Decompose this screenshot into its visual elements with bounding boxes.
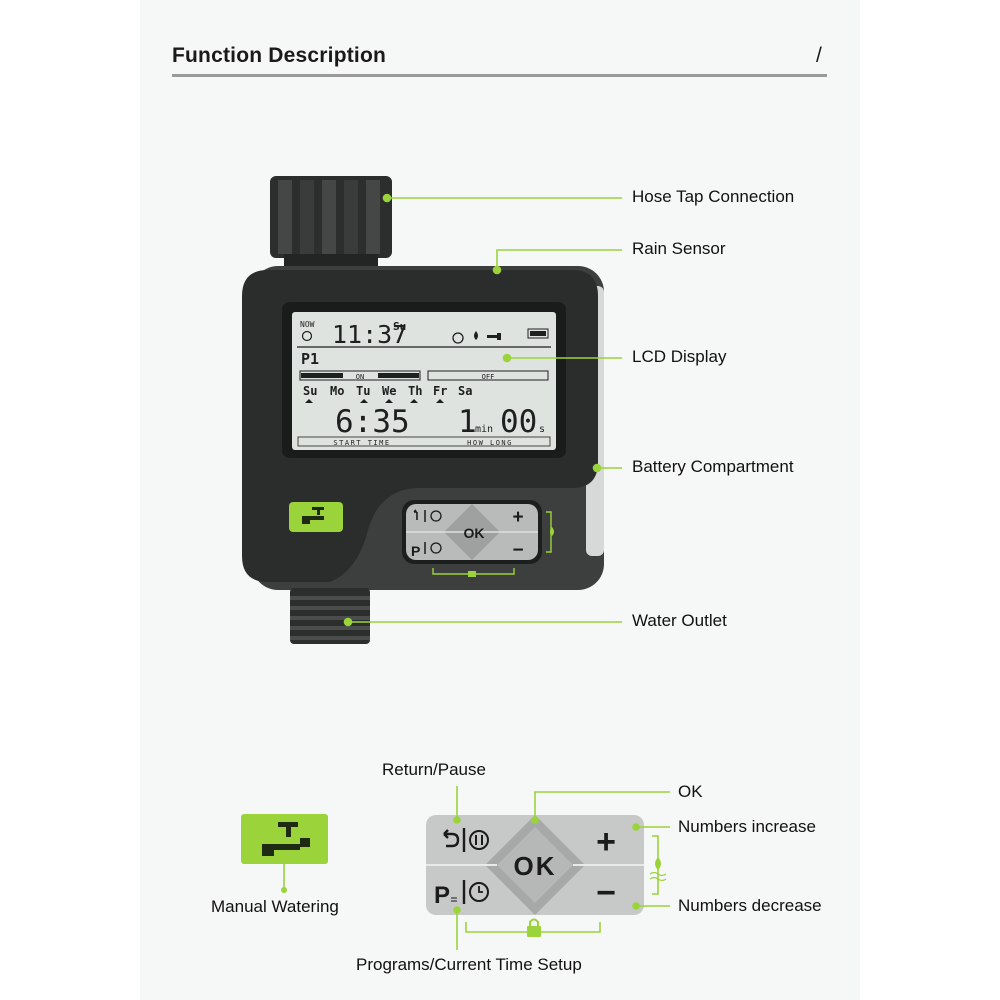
manual-watering-button[interactable] — [289, 502, 343, 532]
lcd-program: P1 — [301, 350, 319, 368]
legend-return-pause: Return/Pause — [382, 760, 486, 779]
lcd-day-mo: Mo — [330, 384, 344, 398]
rain-delay-drop-icon — [655, 857, 661, 870]
lcd-on: ON — [356, 373, 364, 381]
on-bar — [299, 370, 421, 381]
device-p-label: P — [411, 543, 420, 559]
legend-manual: Manual Watering — [211, 897, 339, 916]
battery-icon — [527, 328, 549, 339]
tap-indicator-icon — [487, 333, 501, 340]
lcd-now: NOW — [300, 320, 315, 329]
lcd-footer-box — [297, 436, 551, 447]
lcd-day-row: Su Mo Tu We Th Fr Sa — [303, 384, 472, 403]
lcd-off: OFF — [482, 373, 495, 381]
device-minus-label: − — [512, 540, 523, 561]
legend-callout-lines — [453, 786, 670, 950]
lock-icon — [527, 926, 541, 937]
lcd-duration-sec: 00 — [500, 404, 537, 440]
legend-programs: Programs/Current Time Setup — [356, 955, 582, 974]
callout-hose-tap: Hose Tap Connection — [632, 187, 795, 206]
device-pause-icon — [430, 510, 442, 522]
legend-ok: OK — [678, 782, 703, 801]
lcd-day-sa: Sa — [458, 384, 472, 398]
legend-increase: Numbers increase — [678, 817, 816, 836]
lcd-day-we: We — [382, 384, 396, 398]
clock-icon — [301, 330, 313, 342]
lcd-day-tu: Tu — [356, 384, 370, 398]
on-bar-fill-right — [378, 373, 419, 378]
legend-minus-label: − — [596, 874, 616, 912]
device-rain-drop-icon — [550, 527, 554, 536]
legend-keypad: OK + − P — [426, 815, 667, 937]
device-keypad: OK + − P — [402, 500, 554, 577]
legend-decrease: Numbers decrease — [678, 896, 822, 915]
lcd-day-th: Th — [408, 384, 422, 398]
device-plus-label: + — [512, 507, 523, 528]
legend-manual-button — [241, 814, 328, 864]
callout-rain-sensor: Rain Sensor — [632, 239, 726, 258]
lcd-how-long-label: HOW LONG — [467, 439, 513, 447]
title-divider — [172, 74, 827, 77]
lcd-duration-min: 1 — [458, 404, 477, 440]
hose-tap-nut — [270, 176, 392, 272]
lcd-day-su: Su — [303, 384, 317, 398]
device-return-icon — [413, 509, 418, 520]
legend-plus-label: + — [596, 823, 616, 861]
pause-icon — [469, 830, 489, 850]
legend-ok-label: OK — [514, 851, 557, 881]
battery-level — [530, 331, 546, 336]
header-mark: / — [816, 44, 822, 67]
rain-drop-icon — [474, 331, 478, 340]
device-lock-icon — [468, 571, 476, 577]
legend-p-label: P — [434, 882, 450, 909]
callout-water-outlet: Water Outlet — [632, 611, 727, 630]
device-clock-settings-icon — [430, 542, 442, 554]
lcd-min-unit: min — [475, 424, 493, 435]
lcd-day-fr: Fr — [433, 384, 447, 398]
callout-lines — [343, 193, 622, 627]
clock-settings-icon — [469, 882, 489, 902]
off-bar — [427, 370, 549, 381]
on-bar-fill-left — [301, 373, 343, 378]
callout-lcd-display: LCD Display — [632, 347, 727, 366]
lcd-start-value: 6:35 — [335, 404, 410, 440]
page-title: Function Description — [172, 44, 386, 67]
lcd-day: Su — [393, 320, 406, 333]
lcd-sec-unit: s — [539, 424, 545, 435]
pause-indicator-icon — [452, 332, 464, 344]
return-icon — [443, 829, 460, 848]
callout-battery: Battery Compartment — [632, 457, 794, 476]
water-outlet — [290, 588, 370, 644]
lcd-start-label: START TIME — [333, 439, 390, 447]
lcd-clock: 11:37 — [332, 320, 407, 349]
device-ok-label: OK — [464, 525, 485, 541]
